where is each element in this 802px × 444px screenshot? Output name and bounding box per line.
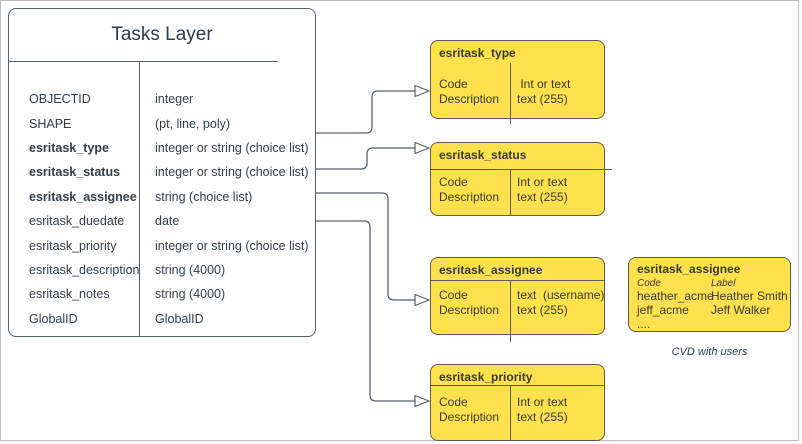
cvd-label: Jeff Walker bbox=[711, 303, 771, 317]
header-divider bbox=[430, 280, 605, 281]
field-type: integer or string (choice list) bbox=[155, 165, 309, 180]
field-row: esritask_duedate date bbox=[9, 209, 315, 233]
header-divider bbox=[430, 385, 605, 386]
cvd-title: esritask_assignee bbox=[637, 262, 741, 276]
field-list: OBJECTID integer SHAPE (pt, line, poly) es… bbox=[9, 87, 315, 331]
domain-description-label: Description bbox=[439, 409, 500, 424]
column-divider bbox=[510, 385, 511, 440]
field-row: esritask_priority integer or string (choi… bbox=[9, 233, 315, 257]
field-type: string (4000) bbox=[155, 287, 226, 302]
domain-code-type: Int or text bbox=[517, 77, 571, 91]
field-type: integer or string (choice list) bbox=[155, 140, 309, 155]
cvd-ellipsis: .... bbox=[637, 317, 651, 331]
domain-code-type: text (username) bbox=[517, 288, 605, 302]
cvd-label-header: Label bbox=[711, 278, 736, 289]
field-name: esritask_notes bbox=[29, 287, 110, 302]
field-name: GlobalID bbox=[29, 311, 78, 326]
field-row: OBJECTID integer bbox=[9, 87, 315, 111]
domain-title: esritask_status bbox=[439, 148, 527, 162]
cvd-caption: CVD with users bbox=[671, 346, 748, 358]
field-name: esritask_duedate bbox=[29, 214, 125, 229]
tasks-layer-node[interactable]: Tasks Layer OBJECTID integer SHAPE (pt, li… bbox=[8, 8, 316, 337]
domain-description-type: text (255) bbox=[517, 302, 568, 317]
field-type: (pt, line, poly) bbox=[155, 116, 231, 131]
field-row: esritask_assignee string (choice list) bbox=[9, 185, 315, 209]
column-divider bbox=[139, 61, 140, 336]
cvd-code: jeff_acme bbox=[637, 303, 689, 317]
field-row: esritask_status integer or string (choice… bbox=[9, 160, 315, 184]
field-name: esritask_type bbox=[29, 140, 109, 155]
domain-title: esritask_priority bbox=[439, 370, 533, 384]
cvd-column-headers: Code Label bbox=[637, 278, 786, 289]
cvd-label: Heather Smith bbox=[711, 289, 788, 303]
domain-title: esritask_assignee bbox=[439, 263, 543, 277]
cvd-node-esritask-assignee[interactable]: esritask_assignee Code Label heather_acm… bbox=[628, 257, 791, 332]
column-divider bbox=[510, 280, 511, 342]
column-divider bbox=[510, 63, 511, 124]
field-name: esritask_status bbox=[29, 165, 121, 180]
domain-description-type: text (255) bbox=[517, 189, 568, 204]
domain-code-type: Int or text bbox=[517, 395, 568, 409]
field-type: integer bbox=[155, 92, 194, 107]
domain-code-label: Code bbox=[439, 77, 468, 91]
field-name: esritask_priority bbox=[29, 238, 117, 253]
domain-description-label: Description bbox=[439, 189, 500, 204]
header-divider bbox=[430, 169, 612, 170]
tasks-layer-title: Tasks Layer bbox=[111, 24, 213, 45]
field-name: SHAPE bbox=[29, 116, 72, 131]
field-type: string (4000) bbox=[155, 262, 226, 277]
domain-code-type: Int or text bbox=[517, 175, 568, 189]
domain-description-type: text (255) bbox=[517, 91, 568, 106]
field-row: esritask_description string (4000) bbox=[9, 258, 315, 282]
title-divider bbox=[8, 61, 278, 62]
column-divider bbox=[510, 169, 511, 215]
field-type: date bbox=[155, 214, 180, 229]
domain-code-label: Code bbox=[439, 288, 468, 302]
field-row: esritask_type integer or string (choice l… bbox=[9, 136, 315, 160]
domain-description-label: Description bbox=[439, 302, 500, 317]
field-row: esritask_notes string (4000) bbox=[9, 282, 315, 306]
domain-right-column: text (username)text (255) bbox=[517, 288, 604, 317]
cvd-code: heather_acme bbox=[637, 289, 714, 303]
domain-description-type: text (255) bbox=[517, 409, 568, 424]
domain-code-label: Code bbox=[439, 395, 468, 409]
field-name: OBJECTID bbox=[29, 92, 91, 107]
domain-title: esritask_type bbox=[439, 46, 516, 60]
field-name: esritask_assignee bbox=[29, 189, 137, 204]
field-name: esritask_description bbox=[29, 262, 140, 277]
domain-code-label: Code bbox=[439, 175, 468, 189]
field-row: SHAPE (pt, line, poly) bbox=[9, 111, 315, 135]
cvd-code-header: Code bbox=[637, 278, 661, 289]
field-row: GlobalID GlobalID bbox=[9, 307, 315, 331]
cvd-row: jeff_acme Jeff Walker bbox=[637, 303, 788, 317]
domain-description-label: Description bbox=[439, 91, 500, 106]
field-type: string (choice list) bbox=[155, 189, 253, 204]
field-type: integer or string (choice list) bbox=[155, 238, 309, 253]
field-type: GlobalID bbox=[155, 311, 204, 326]
